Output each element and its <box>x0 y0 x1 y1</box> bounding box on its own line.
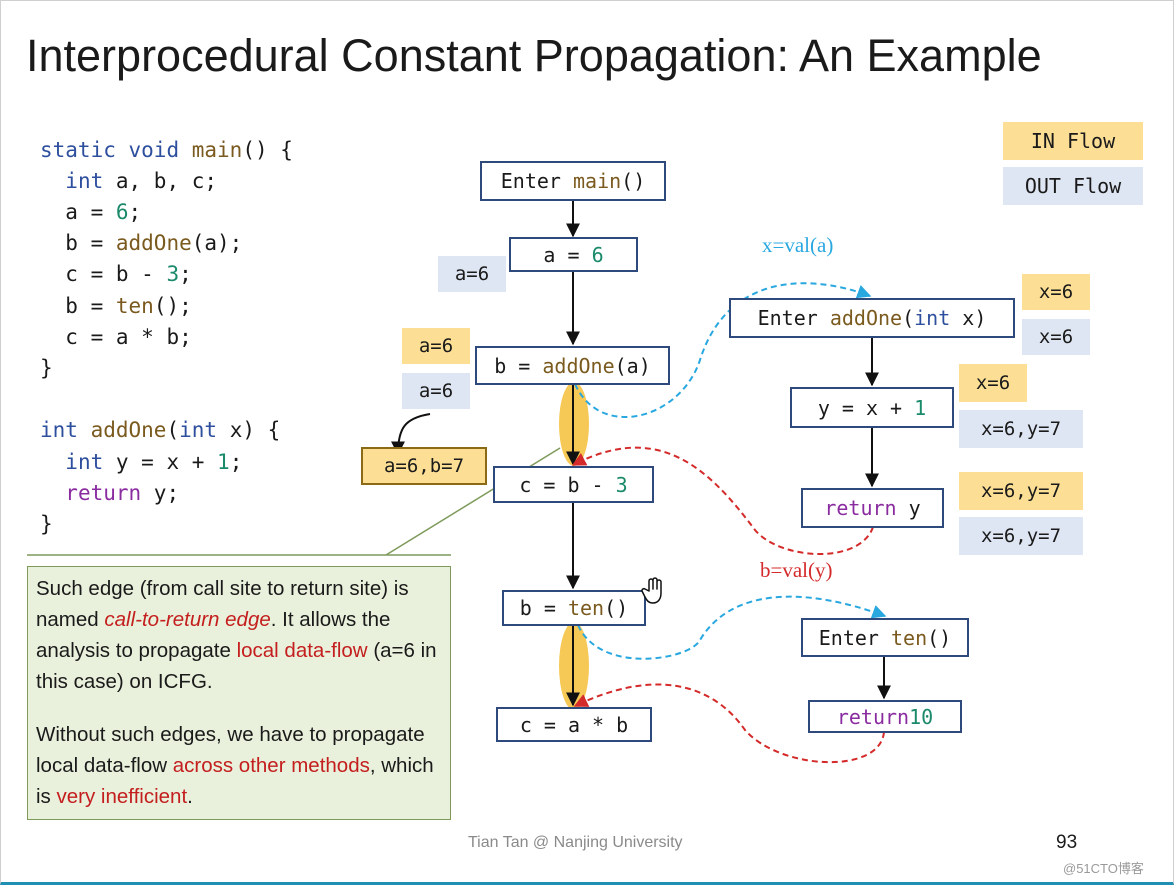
code-line: return y; <box>65 481 180 505</box>
node-enter-ten: Enter ten() <box>801 618 969 657</box>
slide-title: Interprocedural Constant Propagation: An… <box>26 30 1042 81</box>
fact-in-return-y: x=6,y=7 <box>959 472 1083 510</box>
return-edge <box>571 446 874 555</box>
note-paragraph: Such edge (from call site to return site… <box>36 577 437 693</box>
explanation-note: Such edge (from call site to return site… <box>27 566 451 820</box>
code-line: int y = x + 1; <box>65 450 243 474</box>
code-line: a = 6; <box>65 200 142 224</box>
call-edge-label: x=val(a) <box>762 233 834 257</box>
fact-combined: a=6,b=7 <box>361 447 487 485</box>
legend-in-flow: IN Flow <box>1003 122 1143 160</box>
node-call-addone: b = addOne(a) <box>475 346 670 385</box>
fact-out-enter-addone: x=6 <box>1022 319 1090 355</box>
fact-in-y-assign: x=6 <box>959 364 1027 402</box>
fact-in-enter-addone: x=6 <box>1022 274 1090 310</box>
call-edge <box>577 595 887 660</box>
watermark: @51CTO博客 <box>1063 861 1144 876</box>
code-line: int a, b, c; <box>65 169 218 193</box>
node-c-multiply: c = a * b <box>496 707 652 742</box>
node-enter-addone: Enter addOne(int x) <box>729 298 1015 338</box>
call-edge <box>574 282 872 419</box>
fact-out-call-addone: a=6 <box>402 373 470 409</box>
node-enter-main: Enter main() <box>480 161 666 201</box>
fact-in-call-addone: a=6 <box>402 328 470 364</box>
code-line: } <box>40 356 53 380</box>
hand-cursor-icon <box>641 577 662 604</box>
legend-out-flow: OUT Flow <box>1003 167 1143 205</box>
node-return-y: return y <box>801 488 944 528</box>
slide-footer: Tian Tan @ Nanjing University <box>468 834 683 851</box>
code-line: b = ten(); <box>65 294 192 318</box>
fact-out-return-y: x=6,y=7 <box>959 517 1083 555</box>
code-line: c = a * b; <box>65 325 192 349</box>
page-number: 93 <box>1056 832 1078 853</box>
node-call-ten: b = ten() <box>502 590 646 626</box>
code-line: int addOne(int x) { <box>40 418 281 442</box>
fact-out-a-assign: a=6 <box>438 256 506 292</box>
return-edge <box>573 683 885 764</box>
code-line: c = b - 3; <box>65 262 192 286</box>
note-pointer-line <box>385 447 561 556</box>
return-edge-label: b=val(y) <box>760 558 833 582</box>
code-line: static void main() { <box>40 138 293 162</box>
note-paragraph: Without such edges, we have to propagate… <box>36 723 434 808</box>
node-return-10: return 10 <box>808 700 962 733</box>
fact-out-y-assign: x=6,y=7 <box>959 410 1083 448</box>
node-y-assign: y = x + 1 <box>790 387 954 428</box>
code-line: b = addOne(a); <box>65 231 243 255</box>
code-line: } <box>40 512 53 536</box>
node-c-assign: c = b - 3 <box>493 466 654 503</box>
node-a-assign: a = 6 <box>509 237 638 272</box>
